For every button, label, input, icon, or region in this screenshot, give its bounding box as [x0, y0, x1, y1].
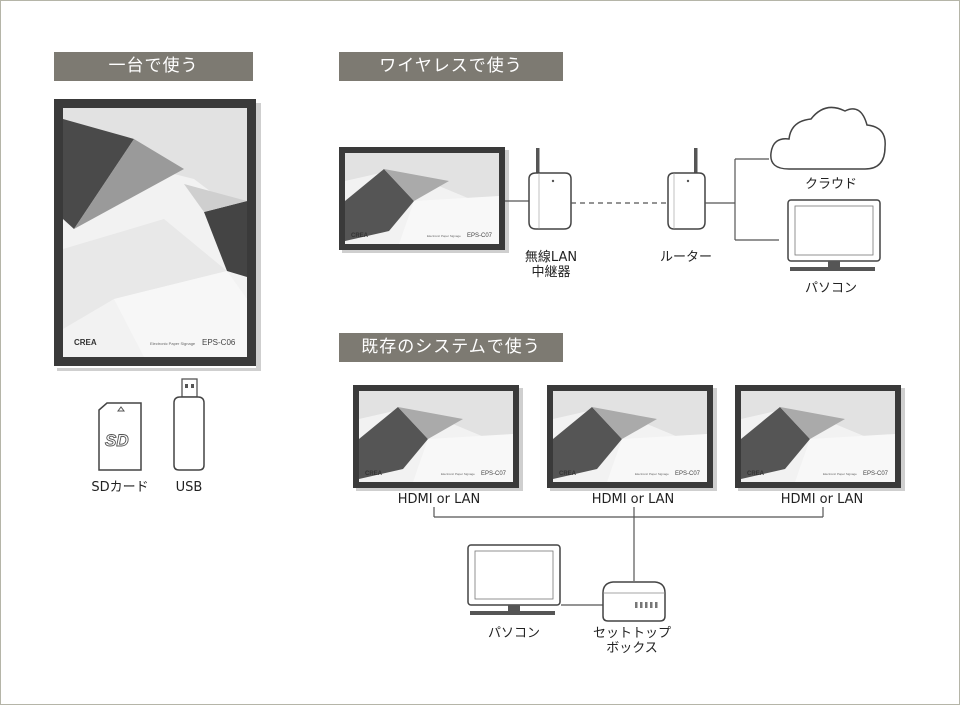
pc-label-existing: パソコン — [487, 626, 540, 641]
connection-label-1: HDMI or LAN — [397, 492, 481, 507]
svg-text:EPS-C07: EPS-C07 — [481, 471, 507, 477]
signage-landscape-3: CREA Electronic Paper Signage EPS-C07 — [735, 385, 905, 491]
sd-logo: SD — [105, 431, 129, 450]
set-top-box-icon — [602, 581, 666, 622]
section-header-wireless: ワイヤレスで使う — [339, 52, 563, 81]
svg-text:EPS-C07: EPS-C07 — [863, 471, 889, 477]
signage-landscape-1: CREA Electronic Paper Signage EPS-C07 — [353, 385, 523, 491]
svg-text:CREA: CREA — [559, 471, 577, 477]
pc-label: パソコン — [804, 281, 857, 296]
svg-text:EPS-C07: EPS-C07 — [467, 233, 493, 239]
svg-text:Electronic Paper Signage: Electronic Paper Signage — [635, 472, 669, 476]
usb-icon — [171, 377, 207, 477]
repeater-label: 無線LAN 中継器 — [524, 250, 578, 280]
cloud-icon — [770, 106, 886, 170]
sd-card-label: SDカード — [91, 480, 149, 495]
svg-text:Electronic Paper Signage: Electronic Paper Signage — [823, 472, 857, 476]
pc-icon-existing — [467, 544, 561, 615]
existing-system-diagram: CREA Electronic Paper Signage EPS-C07 CR… — [341, 381, 921, 630]
svg-text:EPS-C07: EPS-C07 — [675, 471, 701, 477]
signage-landscape: CREA Electronic Paper Signage EPS-C07 — [339, 147, 509, 253]
brand-label: CREA — [74, 338, 97, 347]
subtitle-label: Electronic Paper Signage — [150, 341, 196, 346]
brand-label: CREA — [351, 233, 369, 239]
pc-icon — [787, 199, 881, 271]
svg-text:CREA: CREA — [747, 471, 765, 477]
connection-label-2: HDMI or LAN — [591, 492, 675, 507]
section-header-standalone: 一台で使う — [54, 52, 253, 81]
signage-landscape-2: CREA Electronic Paper Signage EPS-C07 — [547, 385, 717, 491]
usb-label: USB — [175, 480, 203, 495]
svg-text:Electronic Paper Signage: Electronic Paper Signage — [427, 234, 461, 238]
wireless-diagram: CREA Electronic Paper Signage EPS-C07 — [339, 91, 899, 275]
wireless-repeater-icon — [528, 148, 572, 230]
router-icon — [667, 148, 706, 230]
model-label: EPS-C06 — [202, 338, 236, 347]
signage-portrait: CREA Electronic Paper Signage EPS-C06 — [54, 99, 262, 375]
cloud-label: クラウド — [804, 177, 857, 192]
connection-label-3: HDMI or LAN — [780, 492, 864, 507]
router-label: ルーター — [659, 250, 712, 265]
sd-card-icon: SD — [96, 402, 144, 476]
section-header-existing: 既存のシステムで使う — [339, 333, 563, 362]
set-top-box-label: セットトップ ボックス — [592, 626, 671, 656]
svg-text:CREA: CREA — [365, 471, 383, 477]
svg-text:Electronic Paper Signage: Electronic Paper Signage — [441, 472, 475, 476]
